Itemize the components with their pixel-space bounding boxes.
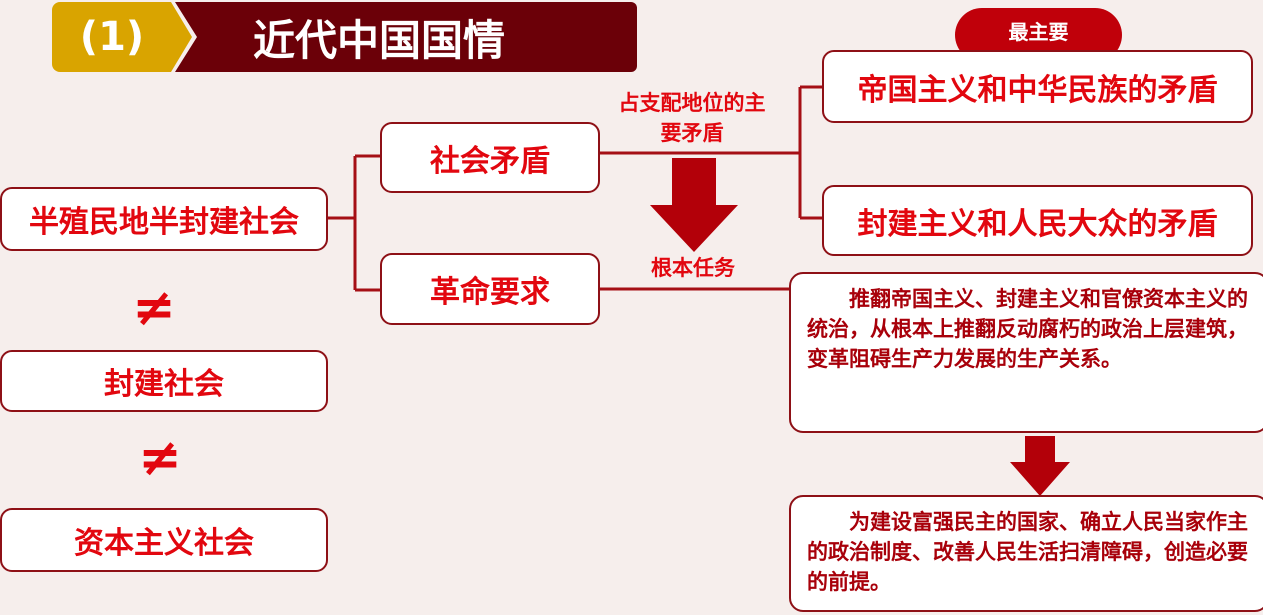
section-number: (1) bbox=[52, 2, 192, 72]
capitalist-society-box: 资本主义社会 bbox=[0, 508, 328, 572]
fundamental-task-label: 根本任务 bbox=[651, 256, 735, 280]
right-bracket bbox=[600, 85, 822, 220]
dominant-contradiction-label: 占支配地位的主要矛盾 bbox=[618, 91, 766, 145]
section-title: 近代中国国情 bbox=[175, 2, 637, 72]
semi-colonial-society-box: 半殖民地半封建社会 bbox=[0, 187, 328, 251]
not-equal-icon: ≠ bbox=[138, 428, 182, 488]
down-arrow-icon bbox=[650, 158, 738, 252]
result-box: 为建设富强民主的国家、确立人民当家作主的政治制度、改善人民生活扫清障碍，创造必要… bbox=[789, 495, 1263, 612]
revolution-requirement-box: 革命要求 bbox=[380, 253, 600, 325]
social-contradiction-box: 社会矛盾 bbox=[380, 122, 600, 193]
fundamental-task-box: 推翻帝国主义、封建主义和官僚资本主义的统治，从根本上推翻反动腐朽的政治上层建筑，… bbox=[789, 272, 1263, 433]
not-equal-icon: ≠ bbox=[132, 278, 176, 338]
imperialism-contradiction-box: 帝国主义和中华民族的矛盾 bbox=[822, 50, 1253, 123]
feudal-society-box: 封建社会 bbox=[0, 350, 328, 412]
feudalism-contradiction-box: 封建主义和人民大众的矛盾 bbox=[822, 185, 1253, 256]
left-bracket bbox=[328, 154, 380, 292]
down-arrow-icon bbox=[1010, 436, 1070, 496]
